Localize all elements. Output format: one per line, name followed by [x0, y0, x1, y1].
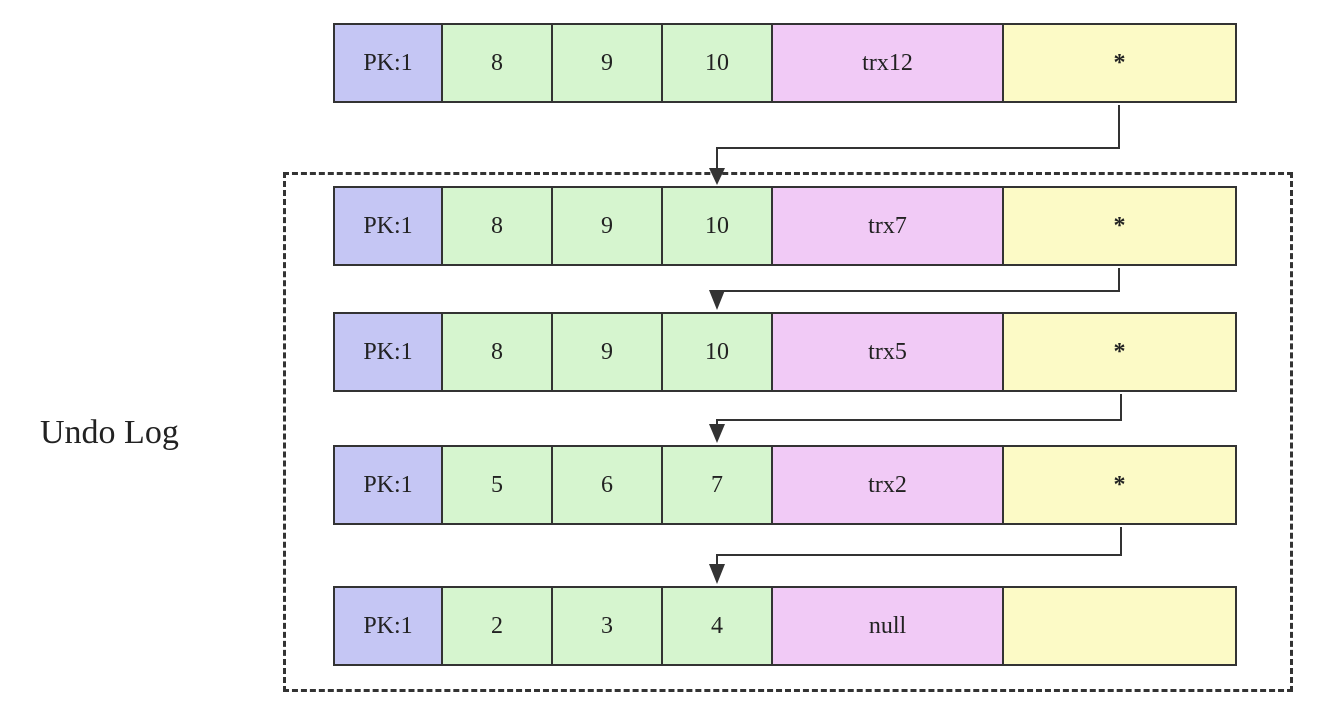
- value-cell: 7: [663, 447, 771, 523]
- arrow-head: [709, 168, 725, 185]
- undo-log-region: [283, 172, 1293, 692]
- value-cell: 10: [663, 188, 771, 264]
- value-cell: 8: [443, 25, 551, 101]
- roll-pointer-connector: [716, 105, 1120, 168]
- roll-pointer-connector: [716, 394, 1122, 426]
- roll-pointer-cell: *: [1004, 25, 1235, 101]
- pk-cell: PK:1: [335, 188, 441, 264]
- trx-id-cell: trx5: [773, 314, 1002, 390]
- current-row: PK:1 8 9 10 trx12 *: [333, 23, 1237, 103]
- value-cell: 8: [443, 314, 551, 390]
- undo-row: PK:1 5 6 7 trx2 *: [333, 445, 1237, 525]
- value-cell: 8: [443, 188, 551, 264]
- value-cell: 9: [553, 188, 661, 264]
- undo-row: PK:1 8 9 10 trx7 *: [333, 186, 1237, 266]
- value-cell: 9: [553, 314, 661, 390]
- value-cell: 6: [553, 447, 661, 523]
- arrow-head: [709, 564, 725, 584]
- undo-row: PK:1 2 3 4 null: [333, 586, 1237, 666]
- value-cell: 5: [443, 447, 551, 523]
- value-cell: 4: [663, 588, 771, 664]
- value-cell: 3: [553, 588, 661, 664]
- trx-id-cell: trx7: [773, 188, 1002, 264]
- arrow-head: [709, 290, 725, 310]
- value-cell: 9: [553, 25, 661, 101]
- roll-pointer-cell: *: [1004, 188, 1235, 264]
- roll-pointer-cell: *: [1004, 314, 1235, 390]
- trx-id-cell: trx2: [773, 447, 1002, 523]
- undo-log-label: Undo Log: [40, 414, 179, 451]
- trx-id-cell: null: [773, 588, 1002, 664]
- pk-cell: PK:1: [335, 447, 441, 523]
- undo-row: PK:1 8 9 10 trx5 *: [333, 312, 1237, 392]
- roll-pointer-connector: [716, 527, 1122, 566]
- pk-cell: PK:1: [335, 25, 441, 101]
- roll-pointer-cell: *: [1004, 447, 1235, 523]
- value-cell: 10: [663, 25, 771, 101]
- value-cell: 10: [663, 314, 771, 390]
- trx-id-cell: trx12: [773, 25, 1002, 101]
- roll-pointer-connector: [716, 268, 1120, 294]
- pk-cell: PK:1: [335, 588, 441, 664]
- arrow-head: [709, 424, 725, 443]
- roll-pointer-cell: [1004, 588, 1235, 664]
- value-cell: 2: [443, 588, 551, 664]
- pk-cell: PK:1: [335, 314, 441, 390]
